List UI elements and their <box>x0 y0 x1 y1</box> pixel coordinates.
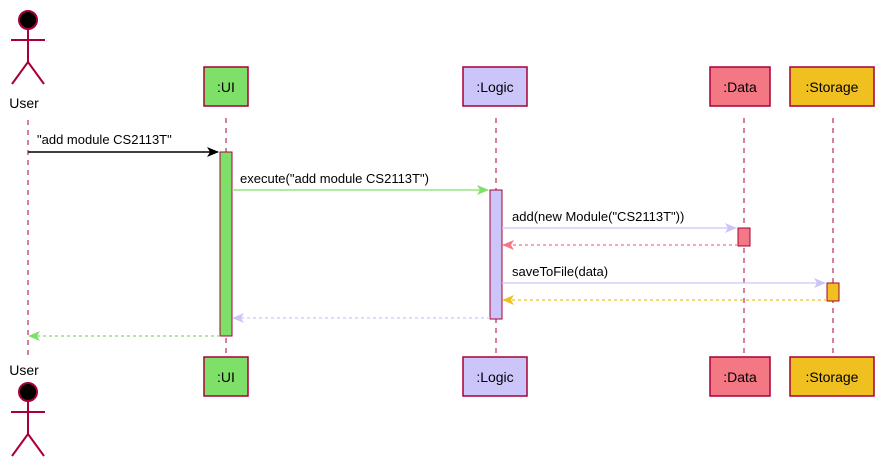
message-label: "add module CS2113T" <box>37 132 172 147</box>
participant-logic-label: :Logic <box>476 369 513 385</box>
message-label: saveToFile(data) <box>512 264 608 279</box>
participant-logic-bottom: :Logic <box>462 356 528 397</box>
message-5: saveToFile(data) <box>502 264 826 288</box>
participant-data-top: :Data <box>709 66 771 107</box>
participant-ui-top: :UI <box>203 66 249 107</box>
participant-data-bottom: :Data <box>709 356 771 397</box>
actor-head <box>18 382 38 402</box>
lifelines <box>27 118 834 358</box>
message-label: execute("add module CS2113T") <box>240 171 429 186</box>
activation-ui <box>219 151 233 337</box>
participant-storage-label: :Storage <box>806 369 859 385</box>
message-3: add(new Module("CS2113T")) <box>502 209 737 233</box>
activation-storage <box>826 282 840 302</box>
message-2: execute("add module CS2113T") <box>232 171 489 195</box>
activation-data <box>737 227 751 247</box>
participant-ui-label: :UI <box>217 369 235 385</box>
participant-ui-label: :UI <box>217 79 235 95</box>
actor-user-label-top: User <box>9 95 39 111</box>
message-1: "add module CS2113T" <box>28 132 219 157</box>
participant-logic-top: :Logic <box>462 66 528 107</box>
participant-storage-top: :Storage <box>789 66 875 107</box>
participant-ui-bottom: :UI <box>203 356 249 397</box>
participant-data-label: :Data <box>723 79 757 95</box>
activation-logic <box>489 189 503 320</box>
message-label: add(new Module("CS2113T")) <box>512 209 684 224</box>
actor-user-bottom: User <box>9 362 45 457</box>
actor-user-top: User <box>9 10 45 111</box>
participant-storage-label: :Storage <box>806 79 859 95</box>
participant-logic-label: :Logic <box>476 79 513 95</box>
participant-data-label: :Data <box>723 369 757 385</box>
actor-head <box>18 10 38 30</box>
actor-user-label-bottom: User <box>9 362 39 378</box>
participant-storage-bottom: :Storage <box>789 356 875 397</box>
